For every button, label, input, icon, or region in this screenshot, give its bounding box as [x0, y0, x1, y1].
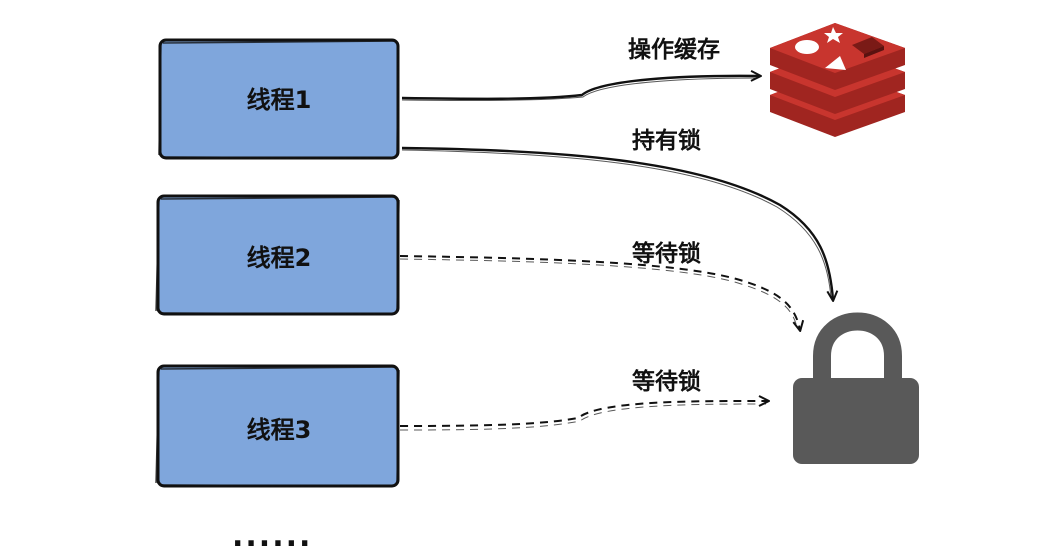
- edge-wait-lock-3: 等待锁: [399, 368, 770, 431]
- edge-cache-sketch: [401, 77, 759, 102]
- edge-wait-lock-3-line: [399, 395, 770, 427]
- redis-logo-icon: [770, 23, 905, 137]
- thread-box-2[interactable]: 线程2: [155, 194, 400, 316]
- thread-box-3-sketch: [155, 366, 400, 487]
- edge-wait-lock-3-label: 等待锁: [632, 368, 701, 395]
- thread-box-1[interactable]: 线程1: [158, 38, 400, 160]
- edge-hold-lock-line: [401, 146, 839, 302]
- padlock-icon: [793, 312, 919, 464]
- more-threads-indicator: ......: [232, 519, 312, 554]
- edge-hold-lock: 持有锁: [401, 127, 839, 302]
- edge-wait-lock-3-sketch: [399, 403, 767, 431]
- thread-box-1-label: 线程1: [247, 86, 312, 114]
- edge-wait-lock-2-sketch: [399, 258, 798, 329]
- thread-box-2-label: 线程2: [247, 244, 312, 272]
- thread-box-1-sketch: [158, 40, 399, 159]
- edge-wait-lock-2-label: 等待锁: [632, 240, 701, 267]
- edge-cache-line: [401, 69, 762, 101]
- edge-cache: 操作缓存: [401, 36, 762, 102]
- edge-hold-lock-label: 持有锁: [632, 127, 701, 154]
- thread-box-2-sketch: [155, 196, 400, 315]
- edge-wait-lock-2-line: [399, 255, 805, 332]
- padlock-shackle: [813, 312, 902, 382]
- edge-hold-lock-sketch: [401, 149, 832, 299]
- thread-box-3-label: 线程3: [247, 416, 312, 444]
- padlock-body: [793, 378, 919, 464]
- thread-box-3[interactable]: 线程3: [155, 364, 400, 488]
- edge-cache-label: 操作缓存: [628, 36, 720, 63]
- edge-wait-lock-2: 等待锁: [399, 240, 805, 332]
